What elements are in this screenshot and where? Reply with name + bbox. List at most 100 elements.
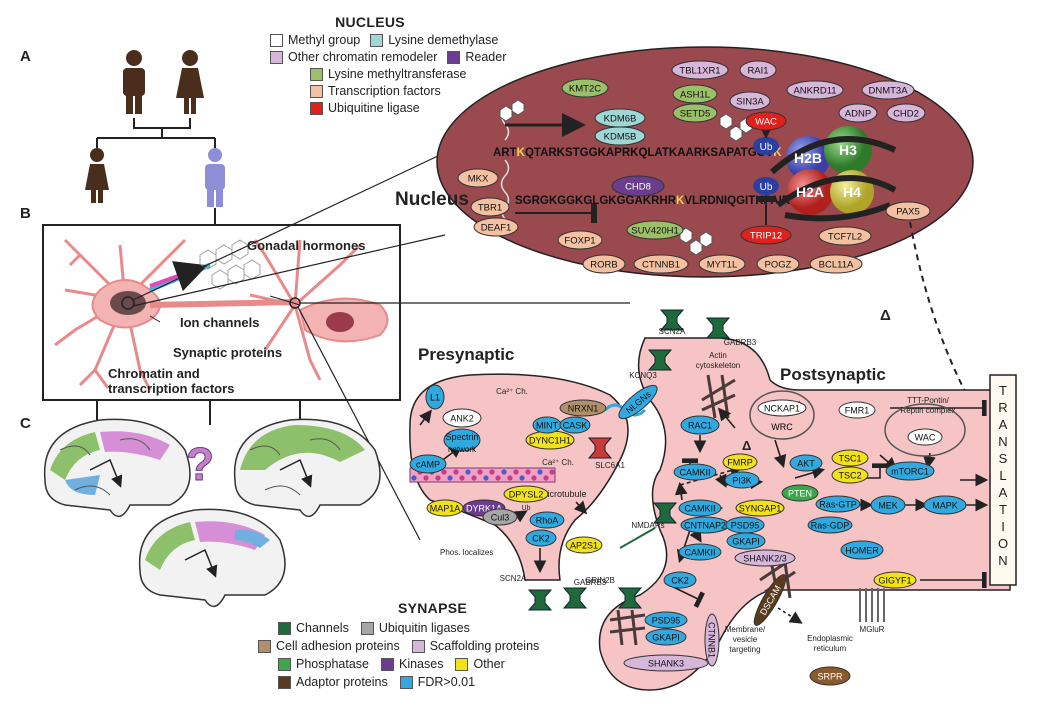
synapse-protein-map1a: MAP1A <box>426 499 464 517</box>
synapse-protein-pi3k-shape <box>724 471 760 489</box>
synapse-protein-fmr1: FMR1 <box>838 401 876 419</box>
nucleus-protein-ctnnb1-label: CTNNB1 <box>642 260 680 271</box>
synapse-protein-psd95a-label: PSD95 <box>731 521 760 531</box>
pax5-dashed-arrow <box>909 221 977 414</box>
nucleus-protein-chd8: CHD8 <box>611 175 665 197</box>
microtubule-label: Microtubule <box>540 489 587 499</box>
nucleus-protein-chd2-shape <box>886 103 926 123</box>
nucleus-protein-chd8-label: CHD8 <box>625 182 651 193</box>
nucleus-protein-pogz: POGZ <box>756 254 800 274</box>
synapse-protein-fmr1-shape <box>838 401 876 419</box>
synapse-protein-shank3-label: SHANK3 <box>648 659 684 669</box>
synapse-protein-rasgtp-shape <box>815 495 861 513</box>
nucleus-protein-sin3a-label: SIN3A <box>736 97 764 108</box>
synapse-label-tttc: TTT-Pontin/ <box>907 396 950 405</box>
nucleus-protein-kmt2c-shape <box>561 78 609 98</box>
synapse-protein-mapk: MAPK <box>923 495 967 515</box>
label-synaptic-proteins: Synaptic proteins <box>173 345 282 360</box>
synapse-protein-syngap1: SYNGAP1 <box>735 499 785 517</box>
nucleus-protein-trip12: TRIP12 <box>740 225 792 245</box>
synapse-protein-ck2_post: CK2 <box>663 571 697 589</box>
microtubule-subunit <box>471 475 477 481</box>
delta-label-1: Δ <box>880 307 891 324</box>
synapse-label-ub: Ub <box>522 505 531 512</box>
synapse-protein-fmrp-shape <box>722 453 758 471</box>
synapse-label-slc6a1: SLC6A1 <box>595 461 625 470</box>
ttt-complex <box>884 403 966 457</box>
synapse-label-membrane2: vesicle <box>733 635 758 644</box>
translation-letter: N <box>998 434 1007 449</box>
translation-letter: O <box>998 536 1008 551</box>
microtubule-subunit <box>435 475 441 481</box>
translation-letter: S <box>999 451 1008 466</box>
legend-methyl-group: Methyl group <box>270 33 360 47</box>
nucleus-protein-rai1-label: RAI1 <box>747 66 768 77</box>
synapse-protein-psd95b-label: PSD95 <box>652 616 681 626</box>
synapse-protein-nrxn1: NRXN1 <box>559 399 607 417</box>
nucleus-protein-ash1l: ASH1L <box>672 84 718 104</box>
synapse-protein-camkii3: CAMKII <box>678 543 722 561</box>
synapse-protein-gkapb-shape <box>645 628 687 646</box>
nucleus-protein-adnp-label: ADNP <box>845 109 871 120</box>
microtubule-subunit <box>543 475 549 481</box>
synapse-protein-tsc2-shape <box>831 466 869 484</box>
synapse-protein-ck2_post-shape <box>663 571 697 589</box>
nucleus-protein-deaf1-shape <box>473 217 519 237</box>
microtubule-subunit <box>465 469 471 475</box>
synapse-protein-shank23-label: SHANK2/3 <box>743 554 787 564</box>
synapse-label-ca-ch2: Ca²⁺ Ch. <box>542 458 574 467</box>
ub-label-1: Ub <box>760 142 773 153</box>
synapse-label-tttc2: Reptin complex <box>900 406 955 415</box>
synapse-protein-akt: AKT <box>789 454 823 472</box>
translation-letter: N <box>998 553 1007 568</box>
nucleus-protein-rorb-label: RORB <box>590 260 617 271</box>
synapse-protein-camkii2-label: CAMKII <box>684 504 715 514</box>
synapse-protein-l1: L1 <box>425 384 445 410</box>
nucleus-protein-mkx-shape <box>457 168 499 188</box>
neuron-illustration <box>54 154 630 541</box>
synapse-protein-homer-label: HOMER <box>845 546 879 556</box>
nucleus-protein-tcf7l2: TCF7L2 <box>818 226 872 246</box>
nucleus-protein-dnmt3a: DNMT3A <box>861 80 915 100</box>
microtubule-subunit <box>441 469 447 475</box>
synapse-protein-srpr: SRPR <box>809 666 851 686</box>
legend-fdr: FDR>0.01 <box>399 675 475 689</box>
nucleus-protein-ash1l-shape <box>672 84 718 104</box>
synapse-protein-srpr-label: SRPR <box>817 672 843 682</box>
nucleus-protein-adnp-shape <box>838 103 878 123</box>
synapse-protein-cul3-shape <box>482 508 518 526</box>
translation-letter: T <box>999 502 1007 517</box>
synapse-protein-dync1h1-label: DYNC1H1 <box>529 436 571 446</box>
nucleus-protein-foxp1-shape <box>557 230 603 250</box>
synapse-protein-fmr1-label: FMR1 <box>845 406 870 416</box>
synapse-protein-mapk-shape <box>923 495 967 515</box>
synapse-protein-mek-label: MEK <box>878 501 898 511</box>
synapse-protein-camkii3-label: CAMKII <box>684 548 715 558</box>
wrc-complex <box>749 390 815 440</box>
synapse-protein-cul3-label: Cul3 <box>491 513 510 523</box>
microtubule-subunit <box>537 469 543 475</box>
synapse-protein-mint: MINT <box>532 416 562 434</box>
synapse-protein-rhoa-label: RhoA <box>536 516 559 526</box>
synapse-protein-mtorc1-label: mTORC1 <box>891 467 929 477</box>
nucleus-protein-ctnnb1-shape <box>633 254 689 274</box>
microtubule-subunit <box>489 469 495 475</box>
synapse-protein-mtorc1: mTORC1 <box>885 461 935 481</box>
nucleus-protein-deaf1: DEAF1 <box>473 217 519 237</box>
synapse-protein-rasgdp-shape <box>807 516 853 534</box>
synapse-protein-dpysl2-label: DPYSL2 <box>509 490 544 500</box>
histone-h2a: H2A <box>796 184 824 200</box>
nucleus-protein-tcf7l2-shape <box>818 226 872 246</box>
synapse-protein-camp-label: cAMP <box>416 460 440 470</box>
synapse-protein-ank2-label: ANK2 <box>450 414 474 424</box>
synapse-protein-ank2: ANK2 <box>442 408 482 428</box>
wrc-label: WRC <box>771 422 793 432</box>
nucleus-protein-tbr1-label: TBR1 <box>478 203 502 214</box>
nucleus-protein-myt1l-shape <box>698 254 746 274</box>
synapse-protein-wac-label: WAC <box>915 433 936 443</box>
synapse-label-er2: reticulum <box>814 644 847 653</box>
nucleus-protein-sin3a: SIN3A <box>729 91 771 111</box>
translation-letter: A <box>999 485 1008 500</box>
